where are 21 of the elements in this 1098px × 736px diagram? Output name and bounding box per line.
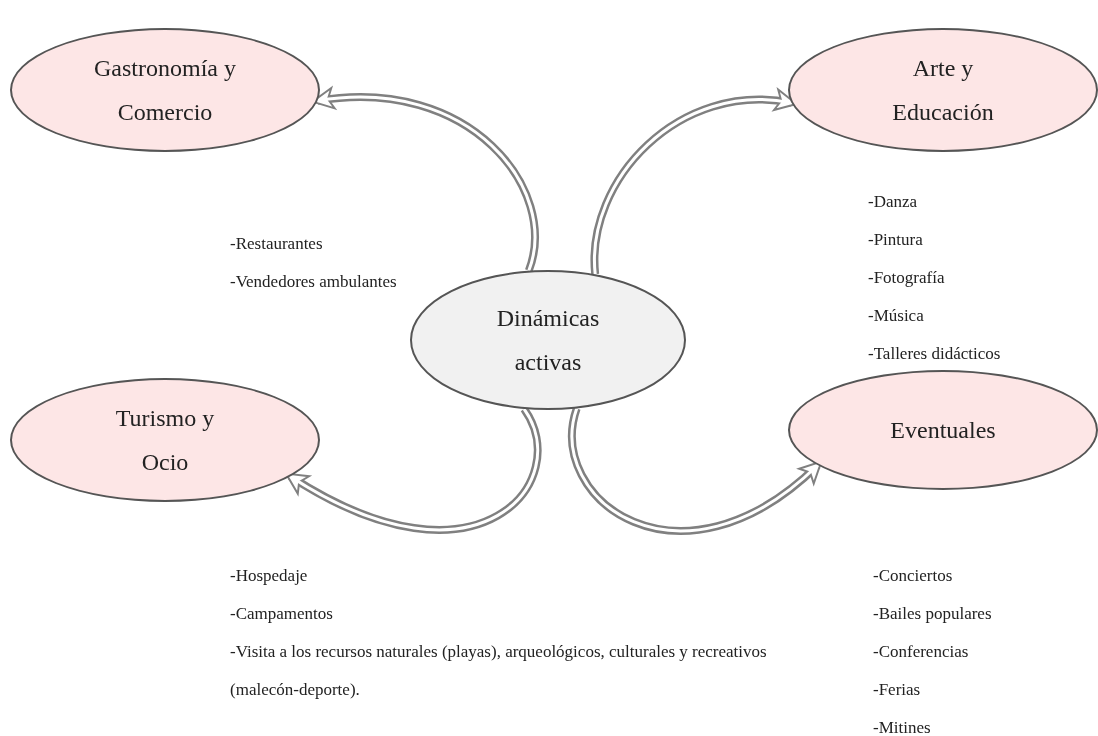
topic-label: Dinámicas activas: [495, 304, 601, 377]
curved-arrow: [568, 407, 823, 535]
list-item: -Danza: [868, 191, 919, 213]
list-item: -Pintura: [868, 229, 924, 251]
list-item: -Conferencias: [873, 641, 970, 663]
topic-label: Gastronomía y Comercio: [93, 54, 237, 127]
list-item: -Mitines: [873, 717, 932, 736]
list-item: -Música: [868, 305, 925, 327]
list-item: -Ferias: [873, 679, 922, 701]
topic-label: Arte y Educación: [891, 54, 995, 127]
list-item: -Campamentos: [230, 603, 334, 625]
topic-label: Eventuales: [890, 416, 996, 445]
list-item: -Talleres didácticos: [868, 343, 1002, 365]
list-item: -Restaurantes: [230, 233, 324, 255]
list-item: -Hospedaje: [230, 565, 309, 587]
list-item: -Conciertos: [873, 565, 954, 587]
list-item: -Vendedores ambulantes: [230, 271, 398, 293]
list-item: -Fotografía: [868, 267, 946, 289]
list-item: -Bailes populares: [873, 603, 993, 625]
list-item: -Visita a los recursos naturales (playas), arqueológicos, culturales y recreativos (malecón-deporte).: [230, 641, 768, 701]
topic-label: Turismo y Ocio: [114, 404, 216, 477]
